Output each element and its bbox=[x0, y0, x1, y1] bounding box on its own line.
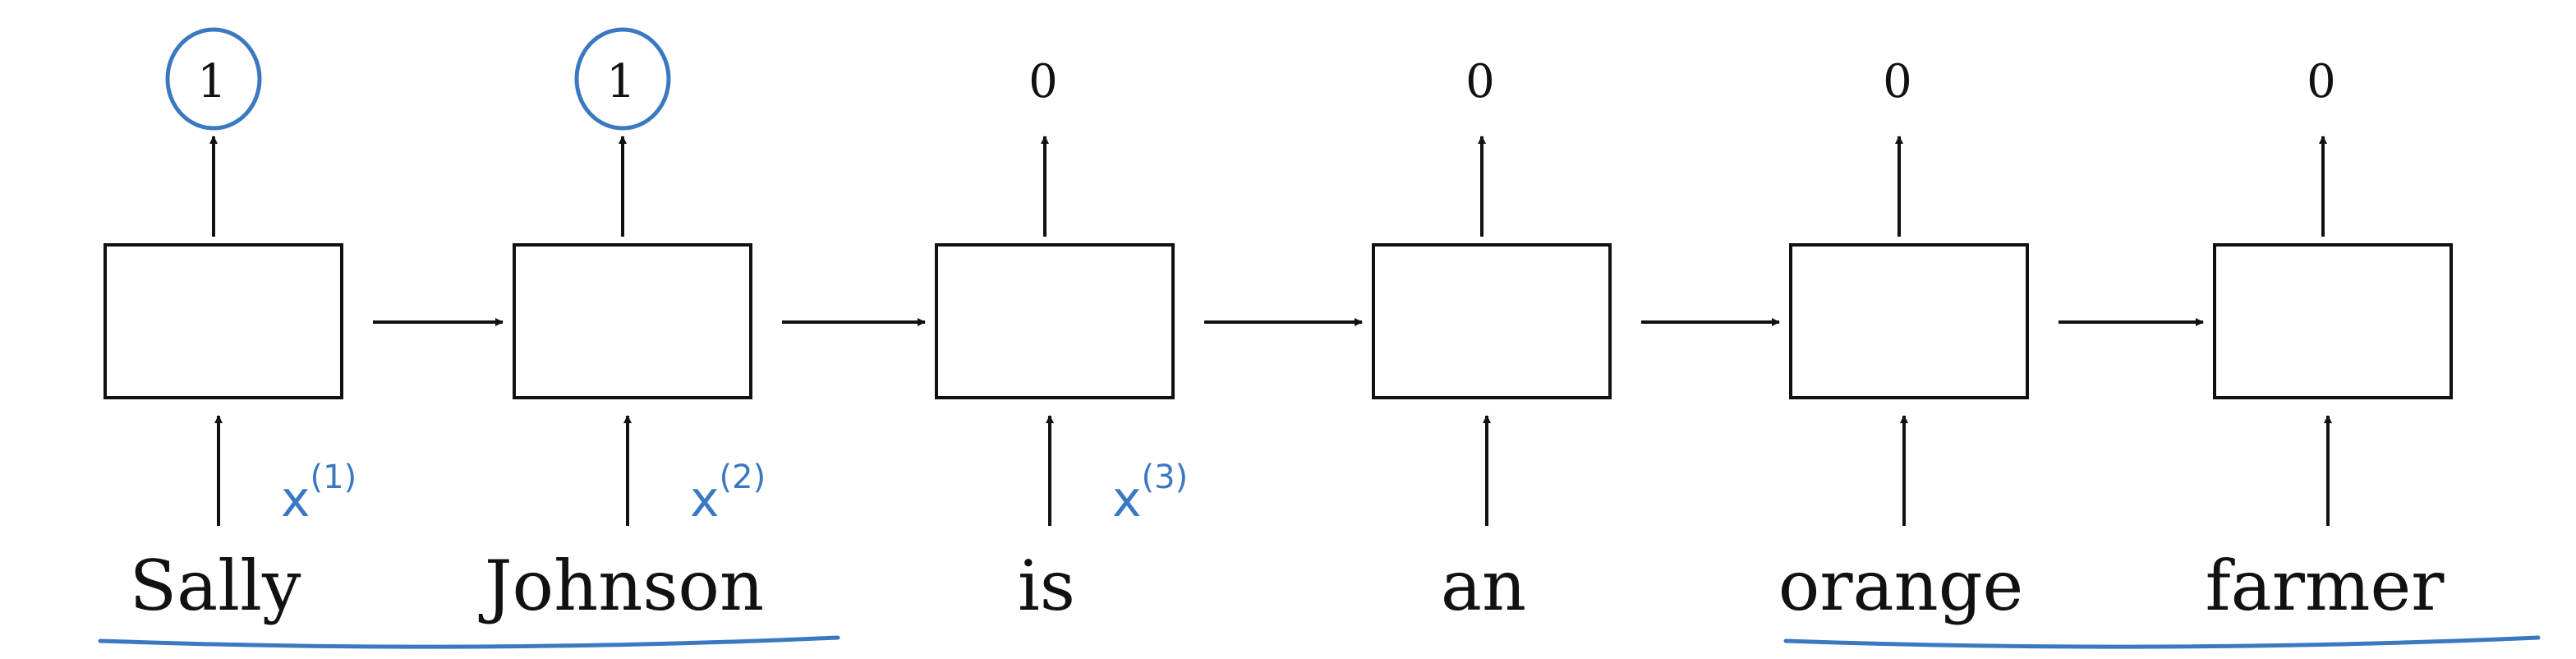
input-word: is bbox=[1018, 546, 1075, 626]
input-word: farmer bbox=[2206, 546, 2445, 626]
circled-label-annotation bbox=[165, 27, 262, 131]
output-label: 1 bbox=[197, 55, 227, 108]
output-label: 1 bbox=[606, 55, 636, 108]
input-word: Sally bbox=[130, 546, 301, 626]
output-label: 0 bbox=[1028, 55, 1058, 108]
output-label: 0 bbox=[1883, 55, 1912, 108]
underline-annotations bbox=[98, 635, 2541, 649]
input-annotation: x(2) bbox=[690, 459, 766, 528]
rnn-cell-an: 0 an bbox=[1372, 55, 1612, 626]
rnn-cell-box bbox=[104, 243, 343, 399]
circled-label-annotation bbox=[574, 27, 671, 131]
input-word: an bbox=[1441, 546, 1526, 626]
rnn-cell-is: 0 is x(3) bbox=[935, 55, 1188, 626]
rnn-cell-box bbox=[513, 243, 752, 399]
underline-stroke bbox=[98, 635, 840, 649]
rnn-cell-box bbox=[1789, 243, 2029, 399]
rnn-cell-orange: 0 orange bbox=[1778, 55, 2029, 626]
rnn-cell-johnson: 1 Johnson x(2) bbox=[478, 27, 766, 626]
rnn-cell-farmer: 0 farmer bbox=[2206, 55, 2453, 626]
output-label: 0 bbox=[2307, 55, 2336, 108]
input-annotation: x(3) bbox=[1112, 459, 1188, 528]
rnn-cell-box bbox=[2213, 243, 2453, 399]
arrows bbox=[209, 136, 2332, 526]
input-word: Johnson bbox=[478, 546, 764, 626]
underline-stroke bbox=[1783, 635, 2541, 649]
input-word: orange bbox=[1778, 546, 2023, 626]
rnn-cell-box bbox=[935, 243, 1175, 399]
input-annotation: x(1) bbox=[281, 459, 356, 528]
output-label: 0 bbox=[1465, 55, 1495, 108]
rnn-cell-sally: 1 Sally x(1) bbox=[104, 27, 356, 626]
rnn-cell-box bbox=[1372, 243, 1612, 399]
